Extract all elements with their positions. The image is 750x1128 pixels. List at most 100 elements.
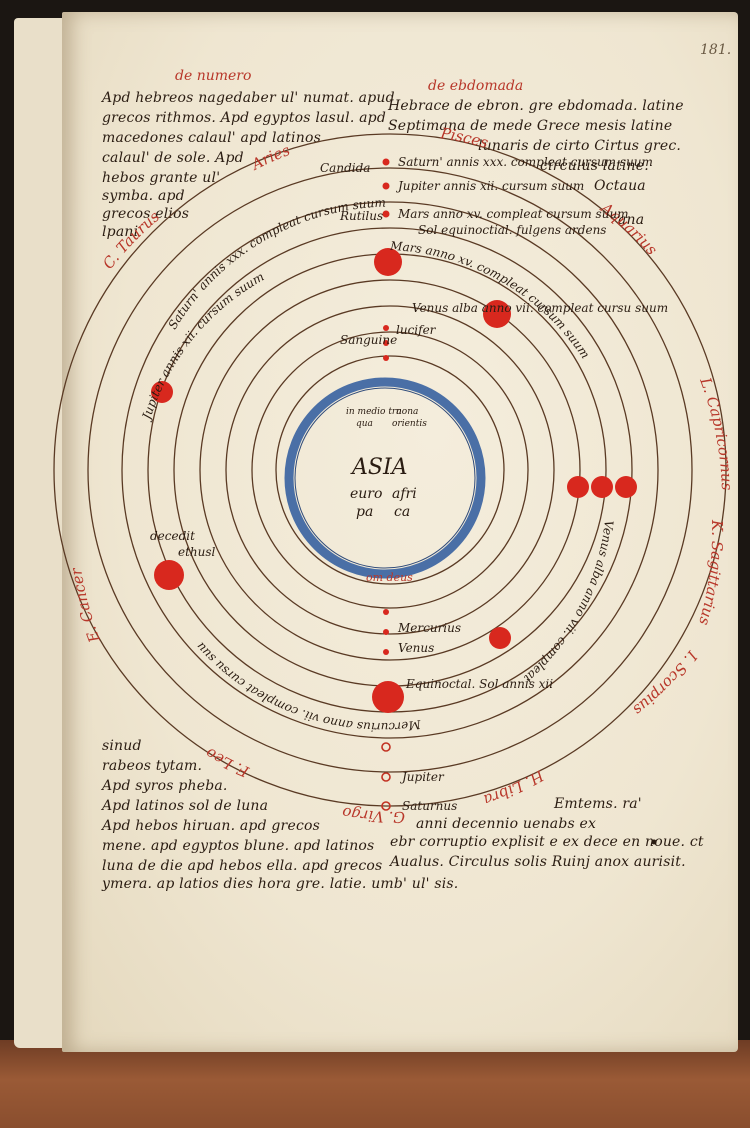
- planet-marker: [383, 340, 389, 346]
- planet-marker-hollow: [381, 772, 391, 782]
- zodiac-leo: F. Leo: [202, 744, 252, 781]
- left-line-3: macedones calaul' apd latinos: [102, 130, 321, 146]
- right-line-1: Hebrace de ebron. gre ebdomada. latine: [388, 98, 684, 114]
- planet-dot: [154, 560, 184, 590]
- planet-marker: [382, 158, 390, 166]
- continent-afri: afri: [392, 486, 417, 502]
- label-ethusl: ethusl: [178, 545, 216, 559]
- bottom-right-line-1: Emtems. ra': [554, 796, 642, 812]
- right-line-6: ana: [618, 212, 645, 228]
- left-line-6: symba. apd: [102, 188, 185, 204]
- venus-ring: [225, 305, 555, 635]
- center-note-3: nona: [396, 407, 418, 417]
- zodiac-capricornus: L. Capricornus: [696, 374, 736, 491]
- label-sanguine: Sanguine: [340, 333, 397, 347]
- bottom-right-line-2: anni decennio uenabs ex: [416, 816, 597, 832]
- label-mars: Mars anno xv. compleat cursum suum: [397, 207, 629, 221]
- left-line-2: grecos rithmos. Apd egyptos lasul. apd: [102, 110, 387, 126]
- bottom-left-line-3: Apd syros pheba.: [102, 778, 228, 794]
- left-line-5: hebos grante ul': [102, 170, 221, 186]
- label-jupiter-lower: Jupiter: [399, 770, 445, 784]
- label-equinoctial: Equinoctal. Sol annis xii: [405, 677, 553, 691]
- mercury-ring: [251, 331, 529, 609]
- bottom-right-line-3: ebr corruptio explisit e ex dece en noue…: [390, 834, 704, 850]
- bottom-left-line-8: ymera. ap latios dies hora gre. latie. u…: [102, 876, 459, 892]
- planet-dot: [489, 627, 511, 649]
- planet-dot: [591, 476, 613, 498]
- planet-marker: [382, 210, 390, 218]
- label-jupiter: Jupiter annis xii. cursum suum: [395, 179, 584, 193]
- bottom-left-line-1: sinud: [102, 738, 142, 754]
- label-mercurius: Mercurius: [397, 621, 461, 635]
- left-heading: de numero: [175, 68, 252, 84]
- right-line-5: Octaua: [594, 178, 646, 194]
- folio-number: 181.: [700, 42, 732, 58]
- label-venus: Venus alba anno vii. compleat cursu suum: [412, 301, 668, 315]
- planet-marker: [383, 355, 389, 361]
- label-sol: Sol equinoctial. fulgens ardens: [418, 223, 606, 237]
- earth-blue-ring: [284, 377, 486, 579]
- planet-dot: [151, 381, 173, 403]
- moon-ring: [275, 355, 505, 585]
- planet-marker: [383, 325, 389, 331]
- continent-pa: pa: [356, 504, 373, 520]
- center-note-2: qua: [356, 419, 373, 429]
- planet-marker: [382, 182, 390, 190]
- ring-text-mercury: Mercurius anno vii. compleat cursu suum: [0, 0, 423, 734]
- zodiac-pisces: Pisces: [438, 124, 490, 152]
- right-heading: de ebdomada: [428, 78, 524, 94]
- bottom-left-line-5: Apd hebos hiruan. apd grecos: [102, 818, 320, 834]
- zodiac-cancer: E. Cancer: [67, 566, 104, 646]
- planet-marker-hollow: [381, 801, 391, 811]
- sun-ring: [199, 279, 581, 661]
- manuscript-page: [62, 12, 738, 1052]
- right-line-2: Septimana de mede Grece mesis latine: [388, 118, 673, 134]
- label-saturnus: Saturn' annis xxx. compleat cursum suum: [398, 155, 653, 169]
- label-rutilus: Rutilus: [339, 209, 383, 223]
- right-line-3: lunaris de cirto Cirtus grec.: [478, 138, 682, 154]
- center-note-1: in medio tra: [346, 407, 402, 417]
- zodiac-libra: H. Libra: [481, 766, 547, 809]
- ring-text-venus: Venus alba anno vii. compleat cursu suum: [0, 0, 616, 688]
- planet-marker: [383, 609, 389, 615]
- wooden-table: [0, 1040, 750, 1128]
- left-line-4: calaul' de sole. Apd: [102, 150, 244, 166]
- zodiac-aries: Aries: [247, 141, 293, 175]
- planet-dot: [615, 476, 637, 498]
- planet-dot: [567, 476, 589, 498]
- bottom-left-line-7: luna de die apd hebos ella. apd grecos: [102, 858, 383, 874]
- zodiac-sagittarius: K. Sagittarius: [695, 519, 726, 628]
- continent-asia: ASIA: [350, 455, 408, 480]
- continent-euro: euro: [350, 486, 382, 502]
- planet-marker: [383, 649, 389, 655]
- bottom-left-line-2: rabeos tytam.: [102, 758, 203, 774]
- blue-ring-label: om deus: [366, 571, 413, 584]
- saturn-ring: [121, 201, 659, 739]
- zodiac-virgo: G. Virgo: [341, 803, 405, 826]
- label-lucifer: lucifer: [396, 323, 437, 337]
- bottom-right-line-4: Aualus. Circulus solis Ruinj anox aurisi…: [390, 854, 686, 870]
- ink-dot: [651, 839, 657, 845]
- left-line-1: Apd hebreos nagedaber ul' numat. apud: [102, 90, 395, 106]
- label-saturnus-lower: Saturnus: [402, 799, 457, 813]
- continent-ca: ca: [394, 504, 410, 520]
- zodiac-taurus: C. Taurus: [99, 207, 163, 272]
- planet-marker-hollow: [381, 742, 391, 752]
- earth-inner-line: [294, 387, 476, 569]
- label-candida: Candida: [320, 161, 370, 175]
- center-note-4: orientis: [392, 419, 427, 429]
- right-line-4: circulus latine.: [540, 158, 649, 174]
- bottom-left-line-4: Apd latinos sol de luna: [102, 798, 269, 814]
- planet-dot: [372, 681, 404, 713]
- label-decedit: decedit: [150, 529, 195, 543]
- left-line-8: lpani: [102, 224, 139, 240]
- planet-dot: [483, 300, 511, 328]
- bottom-left-line-6: mene. apd egyptos blune. apd latinos: [102, 838, 375, 854]
- zodiac-scorpius: I. Scorpius: [629, 647, 701, 719]
- zodiac-inner-ring: [87, 167, 693, 773]
- label-venus-lower: Venus: [398, 641, 434, 655]
- planet-dot: [374, 248, 402, 276]
- planet-marker: [383, 629, 389, 635]
